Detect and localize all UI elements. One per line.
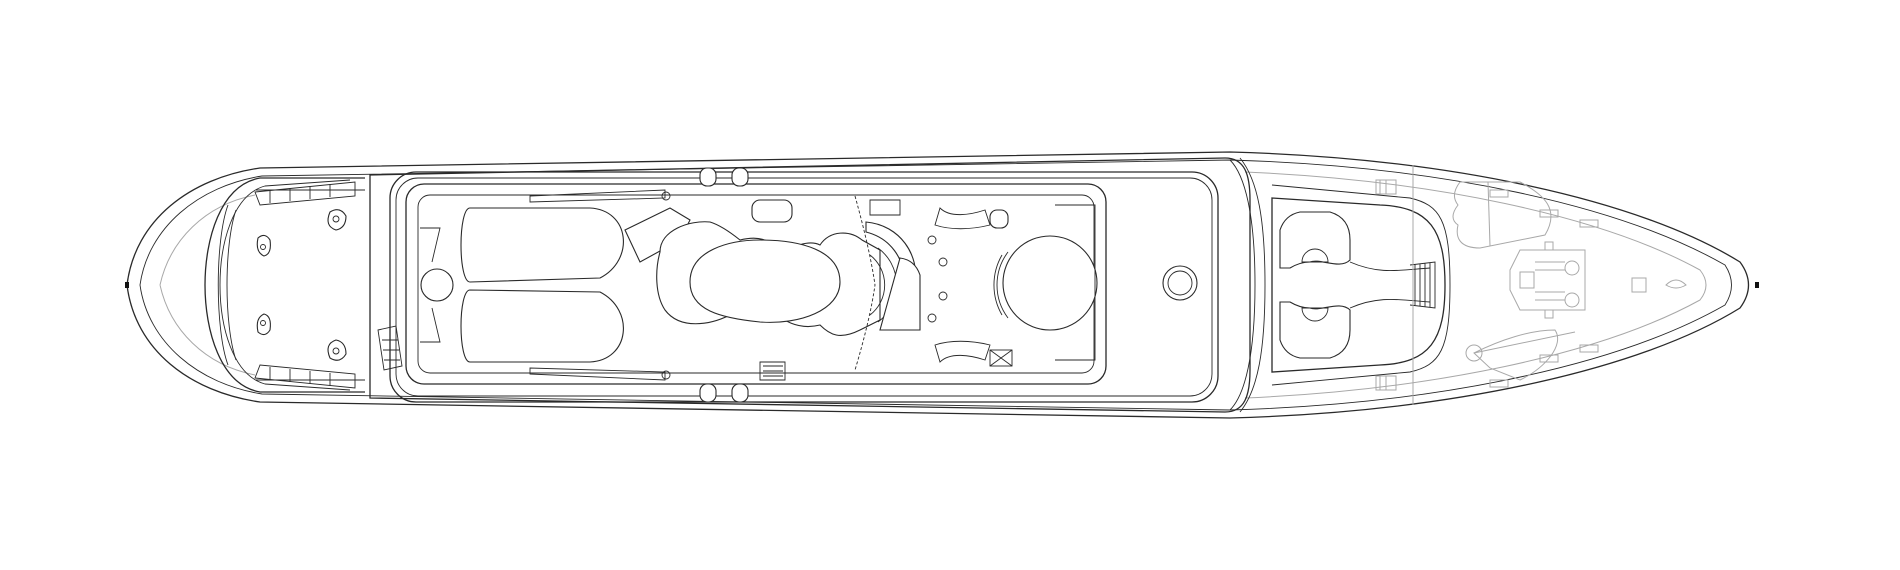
jacuzzi bbox=[1002, 235, 1098, 331]
aft-cleat-2 bbox=[327, 339, 347, 361]
sunbed-top bbox=[460, 207, 624, 283]
stern-marker bbox=[125, 282, 129, 288]
bow-marker bbox=[1755, 282, 1759, 288]
bench-curved-lower bbox=[879, 257, 921, 331]
aft-bench-top bbox=[254, 181, 356, 206]
round-table-aft bbox=[420, 268, 454, 302]
hull-outline bbox=[125, 151, 1759, 419]
dining-table bbox=[689, 239, 841, 323]
anchor-windlass bbox=[1509, 241, 1586, 319]
fore-stairs bbox=[1409, 261, 1436, 309]
foredeck bbox=[1271, 184, 1451, 386]
deck-fittings bbox=[529, 167, 749, 403]
cabinet bbox=[869, 199, 901, 216]
aft-cleat-1 bbox=[327, 209, 347, 231]
aft-deck bbox=[204, 177, 403, 393]
bow-deck bbox=[1375, 165, 1687, 405]
sunbed-bottom bbox=[460, 289, 624, 363]
aft-bench-bottom bbox=[254, 364, 356, 389]
fore-seating-top bbox=[1279, 211, 1351, 269]
sun-deck-lounge bbox=[420, 195, 1098, 381]
stairs bbox=[759, 361, 786, 381]
side-table bbox=[751, 199, 793, 223]
crane bbox=[1473, 329, 1576, 381]
fore-seating-bottom bbox=[1279, 301, 1351, 359]
hatch bbox=[989, 349, 1013, 367]
aft-cleat-3 bbox=[256, 234, 271, 257]
aft-cleat-4 bbox=[256, 313, 271, 336]
hatch-square bbox=[1631, 277, 1647, 293]
superstructure bbox=[369, 157, 1266, 413]
tender-boat bbox=[1452, 181, 1552, 249]
